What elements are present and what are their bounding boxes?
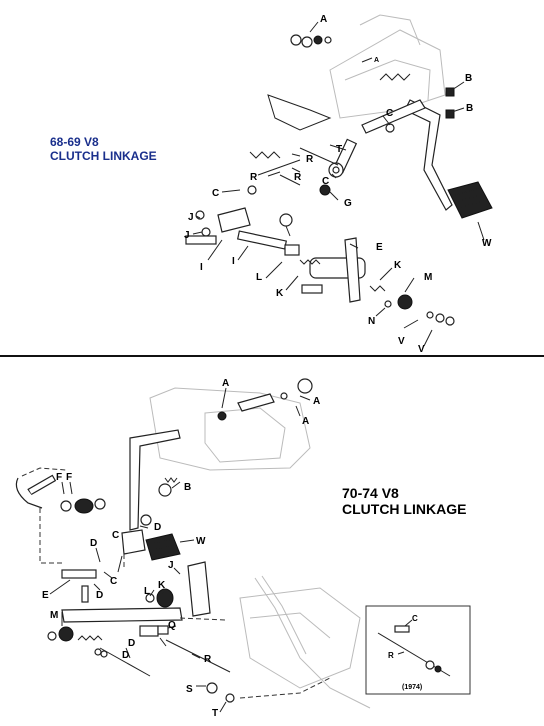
top-cross-shaft bbox=[185, 207, 455, 326]
bottom-label-r: R bbox=[204, 654, 212, 665]
top-label-i2: I bbox=[232, 256, 235, 267]
top-small-parts bbox=[247, 34, 455, 227]
bottom-pedal-arm bbox=[121, 429, 181, 555]
top-label-m: M bbox=[424, 272, 432, 283]
bottom-engine-block bbox=[149, 387, 361, 689]
top-leader-lines bbox=[192, 21, 485, 347]
top-label-j2: J bbox=[184, 230, 190, 241]
bottom-equalizer bbox=[254, 575, 371, 709]
top-label-r3: R bbox=[250, 172, 258, 183]
bottom-label-d4: D bbox=[122, 650, 129, 661]
bottom-label-d1: D bbox=[90, 538, 97, 549]
inset-caption: (1974) bbox=[402, 684, 422, 691]
bottom-pedal-bushings bbox=[15, 474, 152, 526]
bottom-linkage-drawing: A A A F F B D C W D C D E L K J M Q D D … bbox=[15, 378, 471, 719]
top-label-b2: B bbox=[466, 103, 473, 114]
bottom-label-a2: A bbox=[313, 396, 320, 407]
bottom-label-m: M bbox=[50, 610, 58, 621]
bottom-title-line1: 70-74 V8 bbox=[342, 485, 399, 501]
bottom-part-labels: A A A F F B D C W D C D E L K J M Q D D … bbox=[42, 378, 320, 719]
top-label-b1: B bbox=[465, 73, 472, 84]
top-label-w: W bbox=[482, 238, 492, 249]
bottom-label-k: K bbox=[158, 580, 166, 591]
top-label-k1: K bbox=[276, 288, 284, 299]
bottom-label-w: W bbox=[196, 536, 206, 547]
top-label-r1: R bbox=[306, 154, 314, 165]
panel-divider bbox=[0, 355, 544, 357]
bottom-upper-rod bbox=[217, 378, 313, 421]
top-label-n: N bbox=[368, 316, 375, 327]
top-label-a1: A bbox=[320, 14, 327, 25]
bottom-label-e: E bbox=[42, 590, 49, 601]
bottom-label-d5: D bbox=[128, 638, 135, 649]
inset-frame bbox=[365, 605, 471, 695]
bottom-label-d3: D bbox=[96, 590, 103, 601]
bottom-label-q: Q bbox=[168, 620, 176, 631]
bottom-label-f1: F bbox=[56, 472, 62, 483]
bottom-label-a1: A bbox=[222, 378, 229, 389]
top-label-c2: C bbox=[322, 176, 329, 187]
inset-1974: C R (1974) bbox=[365, 605, 471, 695]
bottom-label-f2: F bbox=[66, 472, 72, 483]
top-label-k2: K bbox=[394, 260, 402, 271]
bottom-diagram-title: 70-74 V8 CLUTCH LINKAGE bbox=[342, 485, 466, 517]
top-title-line2: CLUTCH LINKAGE bbox=[50, 148, 157, 163]
inset-label-r: R bbox=[388, 651, 394, 660]
bottom-label-c1: C bbox=[110, 576, 117, 587]
top-label-r2: R bbox=[294, 172, 302, 183]
bottom-label-d2: D bbox=[154, 522, 161, 533]
bottom-diagram-panel: 70-74 V8 CLUTCH LINKAGE bbox=[0, 358, 544, 726]
top-label-j1: J bbox=[188, 212, 194, 223]
bottom-label-l: L bbox=[144, 586, 150, 597]
bottom-label-b: B bbox=[184, 482, 191, 493]
top-diagram-panel: 68-69 V8 CLUTCH LINKAGE bbox=[0, 0, 544, 356]
bottom-label-s: S bbox=[186, 684, 193, 695]
bottom-label-c2: C bbox=[112, 530, 119, 541]
bottom-pedal-pad bbox=[145, 533, 181, 561]
inset-label-c: C bbox=[412, 614, 418, 623]
top-part-labels: A A B B C T R R R C G C J J E I I L K K … bbox=[184, 14, 492, 355]
top-label-l: L bbox=[256, 272, 262, 283]
top-label-v1: V bbox=[398, 336, 405, 347]
top-label-i1: I bbox=[200, 262, 203, 273]
top-linkage-drawing: A A B B C T R R R C G C J J E I I L K K … bbox=[184, 14, 493, 355]
top-label-t: T bbox=[336, 144, 342, 155]
bottom-title-line2: CLUTCH LINKAGE bbox=[342, 501, 467, 518]
bottom-leader-lines bbox=[49, 387, 311, 713]
top-pedal-pad bbox=[447, 181, 493, 219]
top-diagram-title: 68-69 V8 CLUTCH LINKAGE bbox=[50, 135, 157, 164]
top-label-g: G bbox=[344, 198, 352, 209]
bottom-cross-shaft bbox=[47, 561, 235, 703]
top-label-a2: A bbox=[374, 57, 379, 64]
bottom-dashed-routing bbox=[21, 467, 331, 699]
top-label-c3: C bbox=[212, 188, 219, 199]
bottom-label-t: T bbox=[212, 708, 218, 719]
bottom-label-a3: A bbox=[302, 416, 309, 427]
top-label-e: E bbox=[376, 242, 383, 253]
bottom-label-j: J bbox=[168, 560, 174, 571]
top-firewall-bracket bbox=[329, 14, 446, 119]
top-label-c1: C bbox=[386, 108, 393, 119]
top-label-v2: V bbox=[418, 344, 425, 355]
top-title-line1: 68-69 V8 bbox=[50, 135, 99, 149]
